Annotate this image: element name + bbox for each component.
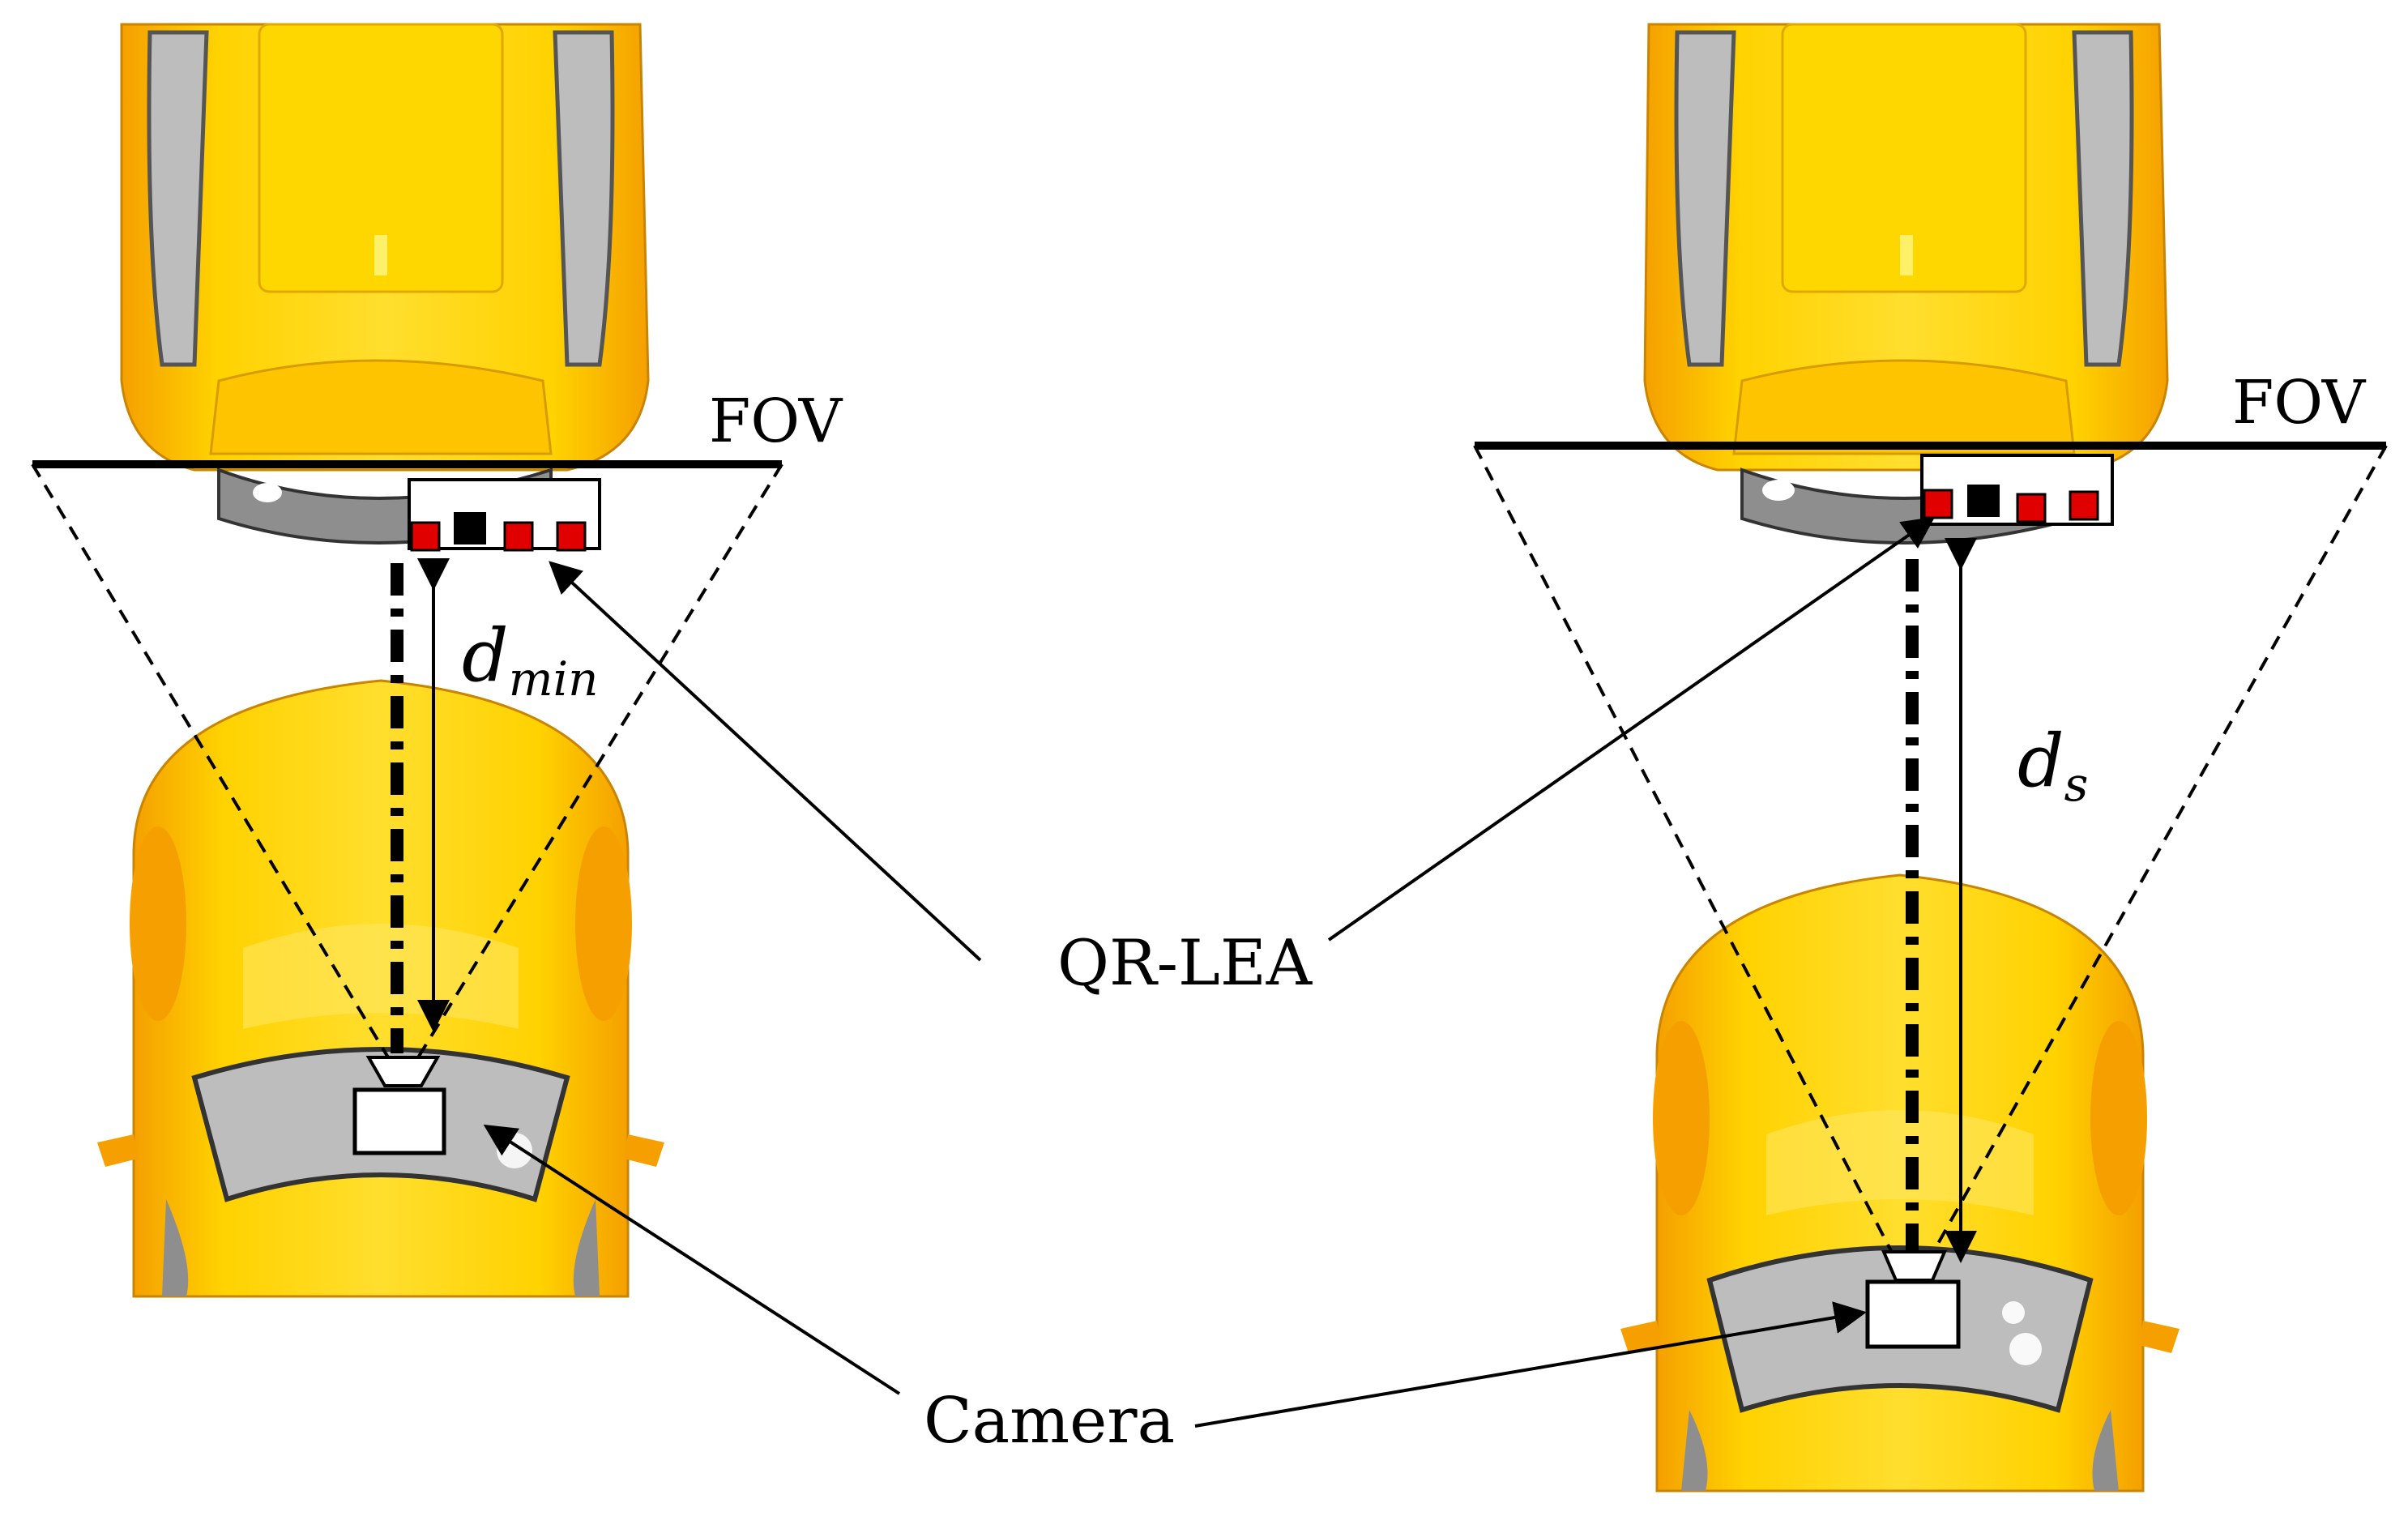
left-fov-edge-left	[31, 463, 395, 1067]
left-camera-box-icon	[352, 1056, 446, 1155]
right-leading-car	[1643, 23, 2169, 544]
d-s-base: d	[2017, 719, 2064, 804]
d-min-label: dmin	[462, 613, 599, 707]
d-min-subscript: min	[509, 651, 599, 707]
qr-lea-label: QR-LEA	[1057, 927, 1313, 1000]
right-fov-edge-left	[1473, 445, 1902, 1269]
left-following-car	[97, 679, 664, 1298]
right-following-car	[1620, 873, 2180, 1493]
fov-label-right: FOV	[2232, 368, 2367, 438]
d-s-label: ds	[2017, 719, 2088, 812]
callouts: QR-LEA Camera	[483, 516, 1936, 1458]
camera-leader-right	[1194, 1301, 1867, 1428]
d-s-subscript: s	[2064, 757, 2089, 812]
left-led-array-icon	[408, 478, 601, 552]
qr-lea-leader-right	[1327, 516, 1936, 942]
right-led-array-icon	[1920, 454, 2114, 526]
right-fov-edge-right	[1923, 445, 2388, 1269]
camera-leader-left	[483, 1124, 901, 1395]
qr-lea-leader-left	[549, 561, 982, 962]
fov-label-left: FOV	[709, 386, 843, 456]
left-scenario: FOV dmin	[31, 23, 843, 1298]
d-min-base: d	[462, 613, 509, 698]
left-fov-edge-right	[412, 463, 783, 1067]
camera-label: Camera	[924, 1385, 1175, 1458]
right-scenario: FOV ds	[1473, 23, 2388, 1493]
left-leading-car	[120, 23, 650, 544]
right-camera-box-icon	[1865, 1250, 1961, 1349]
